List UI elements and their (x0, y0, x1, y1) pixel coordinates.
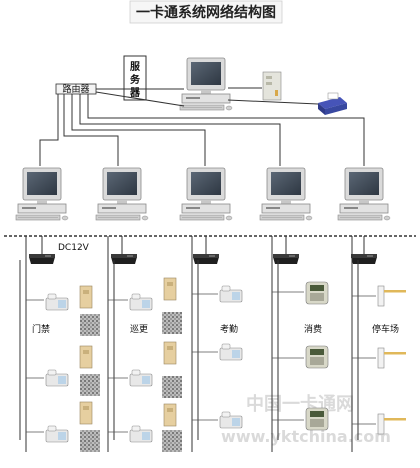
printer (318, 92, 347, 115)
subsystem-label-3: 考勤 (220, 323, 238, 335)
attendance-terminal-2 (219, 343, 243, 361)
subsystem-column-4: 消费 (271, 236, 329, 452)
attendance-terminal-3 (219, 411, 243, 429)
pos-terminal-3 (305, 407, 329, 431)
door-reader-3 (79, 401, 93, 425)
parking-barrier-2 (377, 347, 407, 369)
door-panel-2 (80, 374, 100, 396)
diagram-title: 一卡通系统网络结构图 (136, 4, 276, 21)
server-label-char-3: 器 (129, 87, 141, 99)
door-reader-2 (79, 345, 93, 369)
parking-barrier-1 (377, 285, 407, 307)
workstation-1 (15, 167, 69, 221)
patrol-station-2 (129, 369, 153, 387)
patrol-panel-2 (162, 376, 182, 398)
attendance-terminal-1 (219, 285, 243, 303)
subsystem-label-4: 消费 (304, 323, 322, 335)
controller-1 (29, 254, 55, 264)
workstation-row (15, 167, 391, 221)
workstation-4 (259, 167, 313, 221)
patrol-reader-3 (163, 403, 177, 427)
network-hub: 路由器 (55, 83, 97, 95)
subsystem-column-1: 门禁 (19, 236, 100, 452)
title-bar: 一卡通系统网络结构图 (129, 0, 283, 24)
patrol-station-1 (129, 293, 153, 311)
patrol-station-3 (129, 425, 153, 443)
parking-barrier-3 (377, 413, 407, 435)
power-label: DC12V (58, 243, 90, 253)
subsystem-column-3: 考勤 (191, 236, 243, 452)
subsystem-label-5: 停车场 (372, 323, 399, 335)
door-panel-1 (80, 314, 100, 336)
door-controller-2 (45, 369, 69, 387)
patrol-panel-3 (162, 430, 182, 452)
watermark-line2: www.yktchina.com (221, 427, 391, 446)
controller-4 (273, 254, 299, 264)
workstation-5 (337, 167, 391, 221)
subsystem-column-5: 停车场 (351, 236, 407, 452)
door-controller-1 (45, 293, 69, 311)
pos-terminal-1 (305, 281, 329, 305)
subsystem-label-1: 门禁 (32, 323, 50, 335)
door-controller-3 (45, 425, 69, 443)
controller-3 (193, 254, 219, 264)
door-panel-3 (80, 430, 100, 452)
controller-5 (351, 254, 377, 264)
controller-2 (111, 254, 137, 264)
subsystem-column-2: 巡更 (107, 236, 182, 452)
pos-terminal-2 (305, 345, 329, 369)
workstation-2 (95, 167, 149, 221)
door-reader-1 (79, 285, 93, 309)
hub-label: 路由器 (62, 83, 89, 95)
watermark-line1: 中国一卡通网 (246, 393, 354, 415)
server-label-char-1: 服 (130, 61, 141, 73)
workstation-3 (179, 167, 233, 221)
server-label-box: 服 务 器 (123, 55, 147, 101)
server-label-char-2: 务 (130, 73, 141, 86)
patrol-panel-1 (162, 312, 182, 334)
patrol-reader-1 (163, 277, 177, 301)
subsystem-label-2: 巡更 (130, 324, 148, 335)
server-cabinet (262, 71, 282, 101)
patrol-reader-2 (163, 341, 177, 365)
server-computer (179, 57, 233, 111)
